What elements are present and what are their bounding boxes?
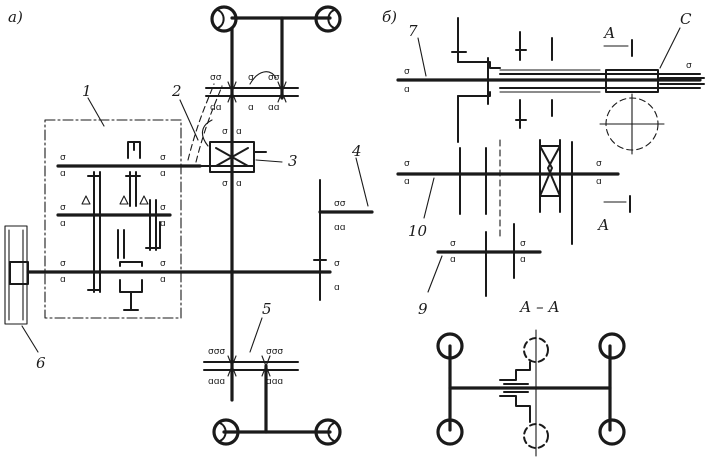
- svg-text:σ: σ: [160, 153, 166, 163]
- callout-2: 2: [171, 82, 182, 100]
- rear-left-wheel: [212, 418, 240, 446]
- rear-wheels: [212, 418, 342, 446]
- shift-sleeves: [81, 141, 149, 311]
- svg-text:ɑɑ: ɑɑ: [268, 103, 279, 113]
- gear-pairs: [87, 171, 161, 293]
- aa-wheel-bl: [436, 418, 464, 446]
- svg-text:σ: σ: [686, 61, 692, 71]
- svg-text:ɑ: ɑ: [596, 177, 602, 187]
- svg-text:ɑ: ɑ: [404, 85, 410, 95]
- svg-text:σ: σ: [596, 159, 602, 169]
- svg-text:σ: σ: [60, 203, 66, 213]
- svg-text:σ: σ: [404, 67, 410, 77]
- svg-text:σ: σ: [222, 179, 228, 189]
- svg-text:ɑ: ɑ: [236, 127, 242, 137]
- panel-b-scheme: б) А: [382, 8, 705, 457]
- callout-1: 1: [82, 82, 92, 100]
- panel-a-label: а): [8, 8, 23, 26]
- svg-text:ɑɑ: ɑɑ: [334, 223, 345, 233]
- bearing-symbols-b: σɑ σ σɑ σɑ σɑ σɑ: [404, 61, 692, 265]
- engine-flywheel: [4, 225, 28, 325]
- svg-text:ɑ: ɑ: [160, 169, 166, 179]
- rear-diff-cluster: σσσ σσσ ɑɑɑ ɑɑɑ: [203, 347, 299, 434]
- front-wheels: [210, 5, 342, 100]
- svg-text:ɑɑɑ: ɑɑɑ: [208, 377, 225, 387]
- section-a-bottom-label: А: [597, 216, 609, 234]
- svg-text:σσ: σσ: [210, 73, 222, 83]
- svg-text:σ: σ: [60, 153, 66, 163]
- svg-text:ɑ: ɑ: [334, 283, 340, 293]
- svg-text:ɑɑ: ɑɑ: [210, 103, 221, 113]
- svg-text:ɑ: ɑ: [60, 275, 66, 285]
- callout-leaders: [21, 97, 369, 353]
- callout-5: 5: [262, 300, 272, 318]
- svg-text:σ: σ: [160, 203, 166, 213]
- front-left-wheel: [210, 5, 238, 33]
- svg-text:σ: σ: [404, 159, 410, 169]
- clutch-housing-c: [605, 69, 659, 93]
- svg-text:σσσ: σσσ: [208, 347, 225, 357]
- bevel-reverse-gear: [539, 145, 561, 197]
- svg-text:σ: σ: [248, 73, 254, 83]
- callout-9: 9: [418, 300, 428, 318]
- svg-text:σ: σ: [222, 127, 228, 137]
- svg-text:ɑ: ɑ: [60, 169, 66, 179]
- svg-text:σ: σ: [60, 259, 66, 269]
- callout-6: 6: [36, 354, 46, 372]
- front-right-wheel: [314, 5, 342, 33]
- svg-text:ɑ: ɑ: [160, 275, 166, 285]
- svg-text:ɑ: ɑ: [404, 177, 410, 187]
- svg-text:σσσ: σσσ: [266, 347, 283, 357]
- aa-wheel-tl: [436, 332, 464, 360]
- callout-c: С: [680, 10, 692, 28]
- gearbox-housing-outline: [44, 119, 182, 319]
- svg-text:ɑ: ɑ: [450, 255, 456, 265]
- section-a-a: А – А: [436, 298, 626, 457]
- pto-shaft: σσ ɑɑ σ ɑ: [313, 179, 374, 301]
- svg-text:ɑ: ɑ: [236, 179, 242, 189]
- svg-text:σ: σ: [450, 239, 456, 249]
- panel-a-scheme: а): [4, 5, 374, 446]
- svg-text:ɑ: ɑ: [160, 219, 166, 229]
- aa-wheel-tr: [598, 332, 626, 360]
- svg-text:ɑ: ɑ: [248, 103, 254, 113]
- aa-wheel-br: [598, 418, 626, 446]
- svg-text:ɑɑɑ: ɑɑɑ: [266, 377, 283, 387]
- panel-b-label: б): [382, 8, 397, 26]
- section-a-top-label: А: [603, 24, 615, 42]
- callout-4: 4: [351, 142, 362, 160]
- svg-text:ɑ: ɑ: [520, 255, 526, 265]
- svg-text:σ: σ: [520, 239, 526, 249]
- svg-text:σσ: σσ: [268, 73, 280, 83]
- main-shaft-gears: [451, 17, 553, 143]
- svg-text:σ: σ: [334, 259, 340, 269]
- bearing-symbols: σɑ σɑ σɑ σɑ σɑ σɑ: [60, 153, 166, 285]
- callout-10: 10: [408, 222, 428, 240]
- clutch-block: [9, 261, 29, 285]
- svg-text:σ: σ: [160, 259, 166, 269]
- svg-text:ɑ: ɑ: [60, 219, 66, 229]
- rear-right-wheel: [314, 418, 342, 446]
- callout-7: 7: [408, 22, 418, 40]
- callout-3: 3: [288, 152, 298, 170]
- section-title: А – А: [519, 298, 560, 316]
- svg-text:σσ: σσ: [334, 199, 346, 209]
